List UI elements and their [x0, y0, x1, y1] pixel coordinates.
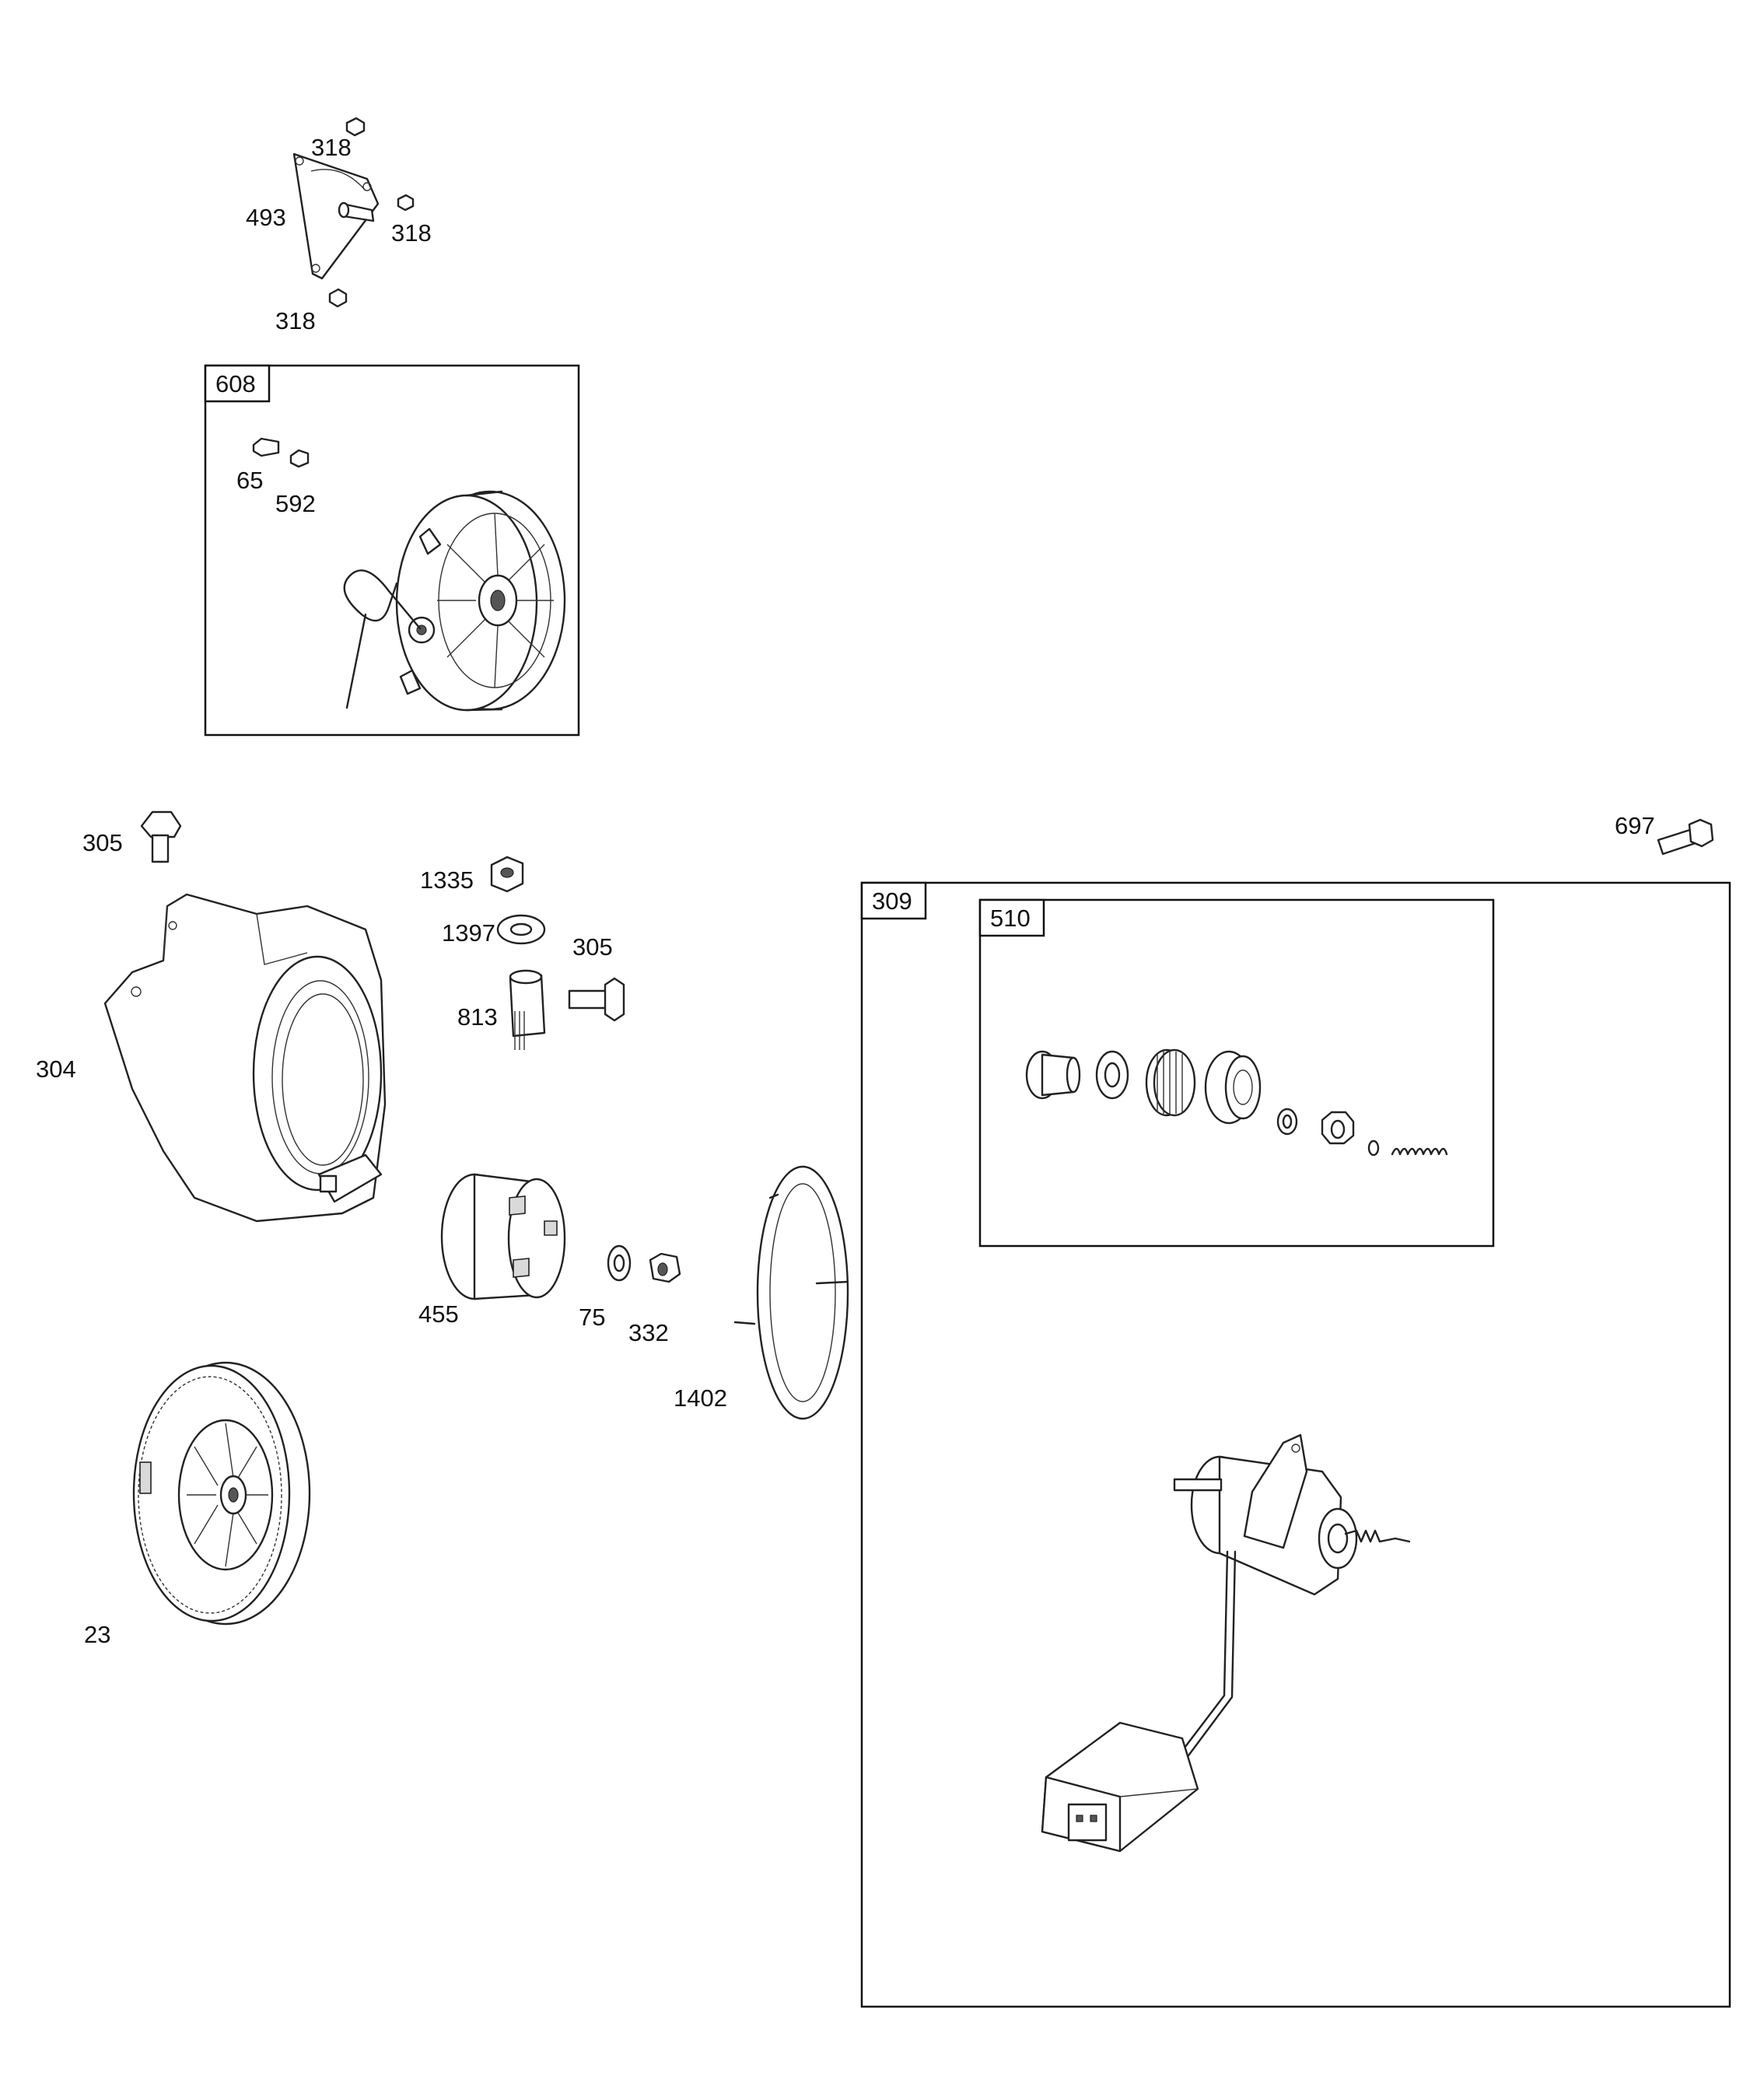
box-309-tag — [860, 881, 927, 920]
screw-305b-drawing — [568, 977, 625, 1022]
bracket-493-drawing — [292, 152, 380, 280]
callout-318-bottom: 318 — [275, 307, 316, 334]
callout-455: 455 — [418, 1300, 459, 1328]
callout-510: 510 — [990, 905, 1031, 932]
callout-592: 592 — [275, 490, 316, 517]
callout-65: 65 — [236, 467, 263, 494]
callout-318-top: 318 — [311, 134, 352, 161]
box-608 — [204, 364, 580, 737]
box-510-tag — [978, 898, 1045, 937]
callout-309: 309 — [872, 887, 912, 915]
callout-23: 23 — [84, 1621, 110, 1648]
box-608-tag — [204, 364, 271, 403]
callout-1397: 1397 — [442, 919, 495, 947]
callout-304: 304 — [36, 1055, 76, 1083]
nut-332-drawing — [649, 1252, 681, 1283]
callout-1402: 1402 — [674, 1384, 727, 1412]
box-510 — [978, 898, 1495, 1248]
callout-305-left: 305 — [82, 829, 123, 856]
box-309 — [860, 881, 1731, 2008]
washer-1397-drawing — [496, 914, 546, 945]
callout-813: 813 — [457, 1003, 498, 1031]
flywheel-23-drawing — [132, 1361, 311, 1626]
callout-697: 697 — [1615, 812, 1655, 839]
callout-608: 608 — [215, 370, 256, 397]
blower-housing-304-drawing — [103, 893, 387, 1223]
drive-kit-510-drawing — [1025, 1048, 1448, 1157]
callout-493: 493 — [246, 204, 286, 231]
screw-305-drawing — [140, 810, 182, 863]
nut-1335-drawing — [490, 856, 524, 893]
callout-1335: 1335 — [420, 866, 474, 894]
callout-318-right: 318 — [391, 219, 432, 247]
callout-332: 332 — [628, 1319, 669, 1346]
screen-1402-drawing — [733, 1165, 849, 1420]
screw-697-drawing — [1657, 818, 1714, 856]
callout-75: 75 — [579, 1304, 605, 1331]
starter-motor-drawing — [1041, 1433, 1411, 1853]
spacer-813-drawing — [509, 969, 546, 1050]
callout-305-right: 305 — [572, 933, 613, 961]
recoil-starter-drawing — [252, 437, 566, 712]
screw-318-drawings — [328, 117, 415, 308]
starter-cup-455-drawing — [440, 1173, 566, 1300]
washer-75-drawing — [607, 1244, 632, 1282]
